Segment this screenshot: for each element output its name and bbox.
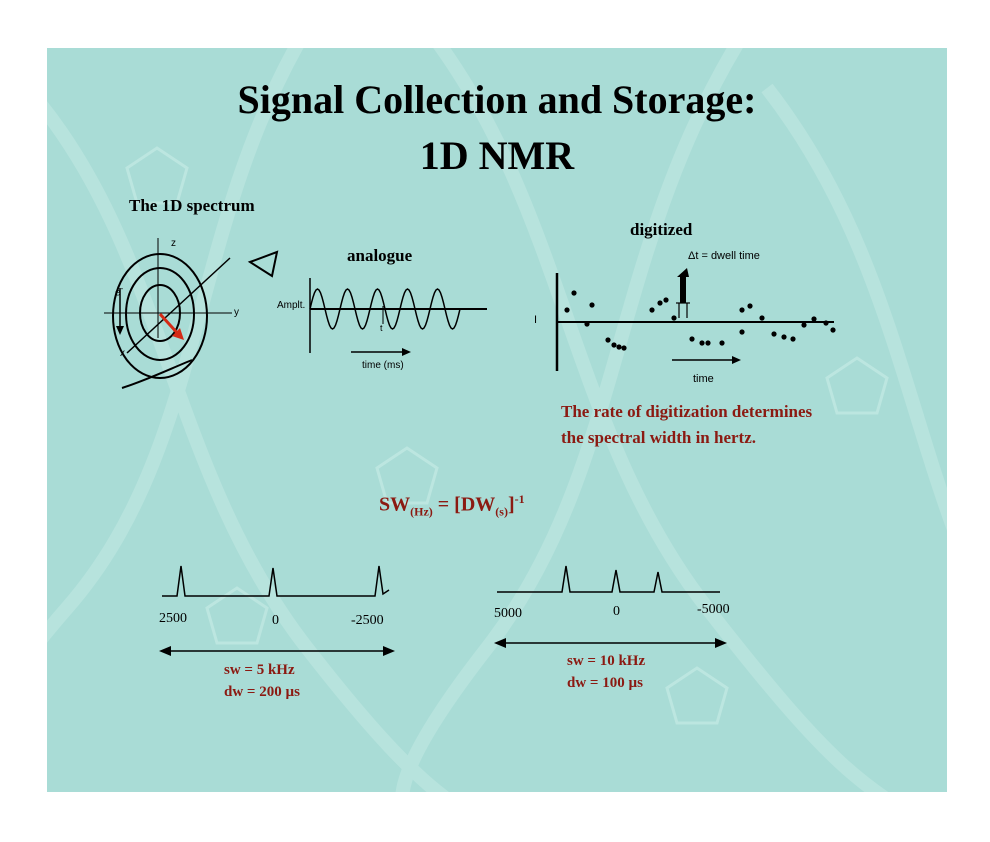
- sample-dot: [571, 290, 577, 296]
- digitized-plot: [555, 268, 836, 371]
- sample-dot: [790, 336, 796, 342]
- sample-dot: [771, 331, 777, 337]
- title-line-1: Signal Collection and Storage:: [237, 77, 757, 122]
- axis-z-label: z: [171, 238, 176, 249]
- analogue-tick-label: t: [380, 323, 383, 333]
- digitized-caption-line-2: the spectral width in hertz.: [561, 428, 757, 447]
- sample-dot: [649, 307, 655, 313]
- spectrum-right: [494, 565, 727, 648]
- sample-dot: [823, 320, 829, 326]
- sample-dot: [747, 303, 753, 309]
- spectrum-left-dw: dw = 200 µs: [224, 684, 300, 700]
- sample-dot: [739, 329, 745, 335]
- slide: Signal Collection and Storage: 1D NMR Th…: [47, 48, 947, 792]
- axis-x-label: x: [120, 348, 125, 359]
- sample-dot: [739, 307, 745, 313]
- sample-dot: [616, 344, 622, 350]
- sample-dot: [689, 336, 695, 342]
- sample-dot: [705, 340, 711, 346]
- sample-dot: [657, 300, 663, 306]
- spectrum-left-tick-left: 2500: [159, 611, 187, 626]
- spectrum-left-tick-right: -2500: [351, 613, 384, 628]
- spectral-width-formula: SW(Hz) = [DW(s)]-1: [379, 492, 525, 519]
- sample-dot: [564, 307, 570, 313]
- spectrum-right-tick-right: -5000: [697, 602, 730, 617]
- dwell-time-label: Δt = dwell time: [688, 250, 760, 262]
- electron-label: e-: [115, 284, 124, 299]
- sample-dot: [605, 337, 611, 343]
- sample-dot: [584, 321, 590, 327]
- sample-dot: [611, 342, 617, 348]
- magnetization-vector-diagram: [104, 238, 279, 389]
- section-label: The 1D spectrum: [129, 196, 255, 215]
- background-pattern: [47, 48, 947, 792]
- sample-dot: [830, 327, 836, 333]
- analogue-y-label: Amplt.: [277, 300, 306, 311]
- sample-dot: [719, 340, 725, 346]
- analogue-x-label: time (ms): [362, 360, 404, 371]
- spectrum-right-dw: dw = 100 µs: [567, 675, 643, 691]
- spectrum-left: [159, 565, 395, 656]
- sample-dot: [759, 315, 765, 321]
- sample-dot: [781, 334, 787, 340]
- sample-dot: [811, 316, 817, 322]
- spectrum-right-sw: sw = 10 kHz: [567, 653, 646, 669]
- sample-dot: [663, 297, 669, 303]
- analogue-waveform: [309, 278, 487, 356]
- digitized-caption-line-1: The rate of digitization determines: [561, 402, 813, 421]
- sample-dot: [801, 322, 807, 328]
- title-line-2: 1D NMR: [419, 133, 575, 178]
- digitized-x-label: time: [693, 373, 714, 385]
- sample-dot: [671, 315, 677, 321]
- digitized-label: digitized: [630, 220, 693, 239]
- sample-dot: [589, 302, 595, 308]
- digitized-y-label: I: [534, 314, 538, 326]
- sample-dot: [699, 340, 705, 346]
- axis-y-label: y: [234, 307, 239, 318]
- analogue-label: analogue: [347, 246, 413, 265]
- spectrum-left-sw: sw = 5 kHz: [224, 662, 295, 678]
- spectrum-left-tick-center: 0: [272, 613, 279, 628]
- spectrum-right-tick-left: 5000: [494, 606, 522, 621]
- spectrum-right-tick-center: 0: [613, 604, 620, 619]
- sample-dot: [621, 345, 627, 351]
